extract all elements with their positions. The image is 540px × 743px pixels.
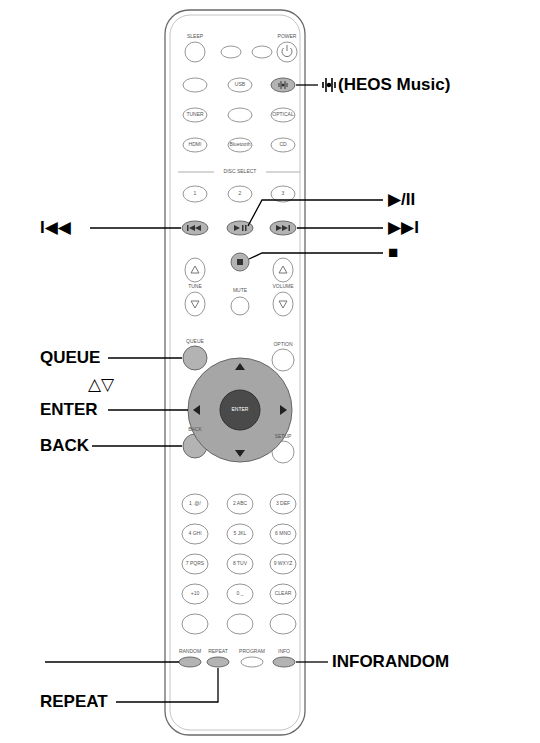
callout-label: I◀◀: [40, 219, 71, 237]
button-label: HDMI: [189, 142, 202, 147]
button-label: TUNE: [188, 284, 202, 289]
button-label: 8 TUV: [233, 561, 247, 566]
callout-label: (HEOS Music): [338, 76, 450, 94]
button-label: PROGRAM: [239, 649, 265, 654]
button-label: OPTICAL: [272, 112, 293, 117]
button-label: Bluetooth: [229, 142, 250, 147]
button-label: 9 WXYZ: [274, 561, 293, 566]
button-label: CLEAR: [275, 591, 292, 596]
button-label: POWER: [278, 34, 297, 39]
button-label: 4 GHI: [188, 531, 201, 536]
button-label: REPEAT: [208, 649, 228, 654]
button-label: 5 JKL: [234, 531, 247, 536]
button-label: 7 PQRS: [186, 561, 204, 566]
callout-label: △▽: [88, 376, 114, 394]
button-label: TUNER: [186, 112, 203, 117]
callout-label: ■: [388, 244, 398, 262]
button-label: SETUP: [275, 434, 292, 439]
button-label: 1 .@/: [189, 501, 201, 506]
callout-label: ▶▶I: [388, 219, 419, 237]
button-label: INFO: [278, 649, 290, 654]
callout-label: BACK: [40, 437, 89, 455]
button-label: USB: [235, 82, 245, 87]
button-label: DISC SELECT: [224, 169, 257, 174]
callout-label: INFORANDOM: [332, 653, 449, 671]
button-label: BACK: [188, 427, 202, 432]
button-label: +10: [191, 591, 199, 596]
button-label: 2 ABC: [233, 501, 247, 506]
callout-label: REPEAT: [40, 693, 108, 711]
button-label: ENTER: [232, 407, 249, 412]
button-label: SLEEP: [187, 34, 203, 39]
callout-label: ▶/II: [388, 191, 415, 209]
button-label: VOLUME: [272, 284, 293, 289]
button-label: 6 MNO: [275, 531, 291, 536]
button-label: 1: [194, 191, 197, 196]
button-label: MUTE: [233, 288, 247, 293]
button-label: 2: [239, 191, 242, 196]
callout-label: QUEUE: [40, 349, 100, 367]
button-label: 3: [282, 191, 285, 196]
callout-label: ENTER: [40, 401, 98, 419]
button-label: RANDOM: [179, 649, 201, 654]
button-label: CD: [279, 142, 286, 147]
button-label: 0 _: [237, 591, 244, 596]
button-label: QUEUE: [186, 339, 204, 344]
button-label: OPTION: [273, 342, 292, 347]
button-label: 3 DEF: [276, 501, 290, 506]
